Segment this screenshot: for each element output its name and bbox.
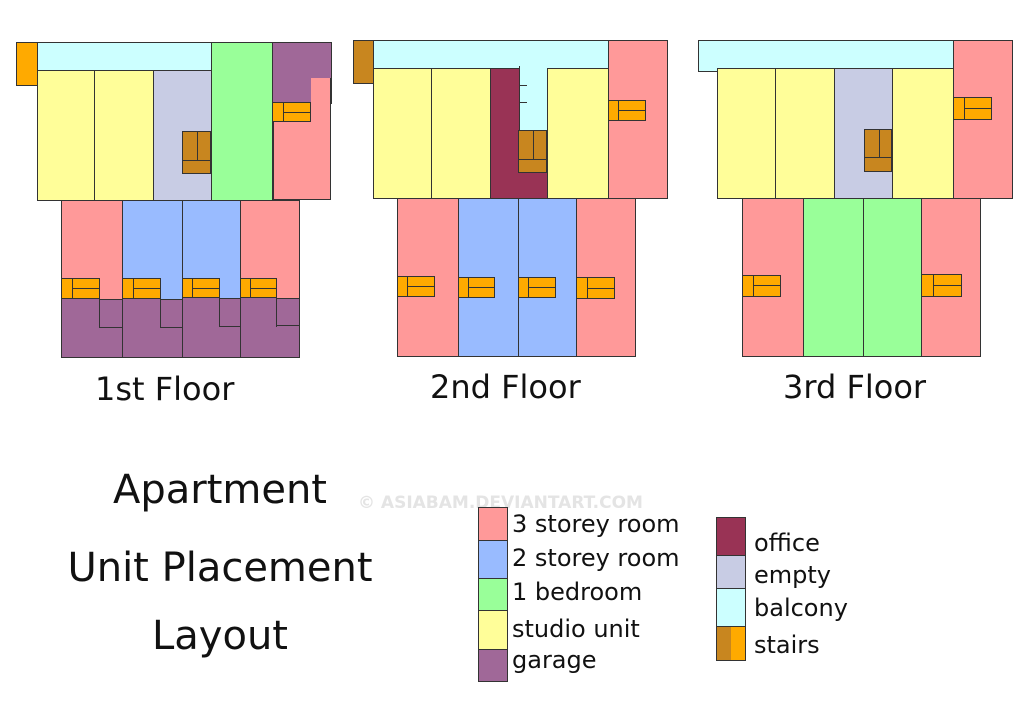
one-bedroom-3f-b	[863, 198, 922, 357]
one-bedroom-1f	[211, 42, 273, 201]
legend-swatch-stairs	[716, 626, 746, 661]
legend-swatch-studio	[478, 610, 508, 650]
studio-unit-1f-b	[94, 70, 154, 201]
legend-label-garage: garage	[512, 646, 597, 674]
legend-swatch-balcony	[716, 588, 746, 627]
legend-swatch-3-storey	[478, 507, 508, 541]
stairs-3f-1	[742, 275, 781, 297]
studio-unit-2f-b	[431, 68, 491, 199]
diagram-title-line3: Layout	[152, 613, 288, 659]
empty-3f	[834, 68, 893, 199]
balcony-2f	[373, 40, 610, 69]
legend-label-stairs: stairs	[754, 631, 820, 659]
floor-label-3rd: 3rd Floor	[783, 368, 927, 406]
diagram-title-line2: Unit Placement	[67, 545, 373, 591]
studio-unit-1f-a	[37, 70, 95, 201]
studio-unit-2f-a	[373, 68, 432, 199]
legend-label-office: office	[754, 529, 820, 557]
stairs-2f-center	[518, 130, 547, 173]
stairs-2f-corner	[353, 40, 374, 84]
legend-swatch-2-storey	[478, 540, 508, 579]
legend-swatch-office	[716, 517, 746, 556]
balcony-2f-stem	[519, 66, 547, 134]
balcony-1f	[37, 42, 212, 71]
stairs-1f-center	[182, 131, 211, 174]
stairs-3f-center	[864, 129, 892, 172]
diagram-title-line1: Apartment	[112, 467, 327, 513]
legend-label-3-storey: 3 storey room	[512, 510, 680, 538]
legend-label-1-bedroom: 1 bedroom	[512, 578, 643, 606]
balcony-3f	[698, 40, 954, 72]
legend-swatch-1-bedroom	[478, 578, 508, 611]
watermark: © ASIABAM.DEVIANTART.COM	[358, 493, 643, 513]
floor-label-1st: 1st Floor	[95, 370, 235, 408]
legend-swatch-empty	[716, 555, 746, 589]
floor-label-2nd: 2nd Floor	[430, 368, 581, 406]
legend-label-balcony: balcony	[754, 594, 848, 622]
studio-unit-3f-b	[775, 68, 835, 199]
studio-unit-3f-a	[717, 68, 776, 199]
legend-label-2-storey: 2 storey room	[512, 544, 680, 572]
studio-unit-3f-c	[892, 68, 954, 199]
one-bedroom-3f-a	[803, 198, 864, 357]
legend-label-studio: studio unit	[512, 615, 640, 643]
legend-label-empty: empty	[754, 561, 831, 589]
legend-swatch-garage	[478, 649, 508, 682]
stairs-1f-corner	[16, 42, 38, 86]
studio-unit-2f-c	[547, 68, 609, 199]
